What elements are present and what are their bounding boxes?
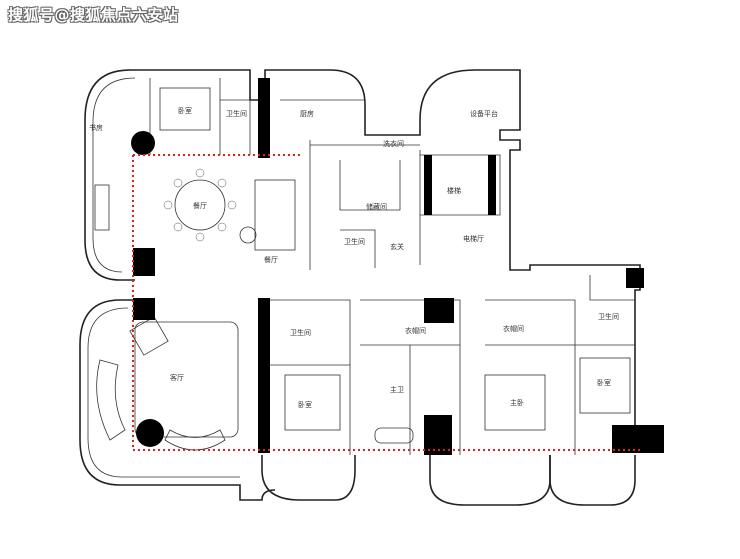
room-labels: 卧室 卫生间 厨房 洗衣间 设备平台 楼梯 储藏间 卫生间 玄关 电梯厅 餐厅 … [89,106,619,409]
label-bath-right: 卫生间 [598,312,619,321]
label-bedroom-left: 卧室 [298,400,312,409]
label-bath-top: 卫生间 [226,109,247,118]
label-laundry: 洗衣间 [383,139,404,148]
bottom-bay-3 [549,455,636,506]
round-ottoman [239,226,257,244]
label-cloak-main: 衣帽间 [405,326,426,335]
bottom-bay-1 [261,455,356,501]
label-stair: 楼梯 [447,186,461,195]
dining-chairs [163,168,237,242]
label-bedroom-main: 主卧 [510,398,524,407]
dining-table [174,179,226,231]
label-living: 客厅 [170,373,184,382]
label-storage: 储藏间 [366,202,387,211]
bed-main [484,374,546,431]
sofa-sideboard [94,184,110,231]
island-counter [254,179,296,251]
sofa-left [96,359,126,441]
bed-left [284,374,341,431]
label-bath-left: 卫生间 [290,328,311,337]
label-cloak-right: 衣帽间 [503,324,524,333]
structural-columns [131,78,664,455]
bed-right [579,357,631,414]
outer-wall-upper-left-inner [92,77,136,273]
label-dining: 餐厅 [193,201,207,210]
watermark-text: 搜狐号@搜狐焦点六安站 [8,6,179,24]
outer-wall-upper-left-curve [84,69,135,281]
label-bath-main: 主卫 [390,385,404,394]
label-balcony: 书房 [89,123,103,132]
label-elevator-hall: 电梯厅 [463,234,484,243]
bed-top [159,87,211,131]
bottom-bay-2 [429,455,551,506]
label-bedroom-right: 卧室 [597,378,611,387]
label-equipment: 设备平台 [470,109,498,118]
interior-walls [149,78,635,455]
outer-wall-living [79,299,276,501]
label-bath-mid: 卫生间 [344,237,365,246]
label-restaurant: 餐厅 [264,255,278,264]
label-entrance: 玄关 [390,242,404,251]
public-zone-outline [132,154,640,451]
bathtub [374,427,414,444]
label-bedroom-top: 卧室 [178,106,192,115]
label-kitchen: 厨房 [300,109,314,118]
outer-wall-living-inner [87,307,240,478]
sofa-bottom [164,429,226,451]
armchair [129,316,169,356]
outer-wall-upper-left [130,69,660,451]
